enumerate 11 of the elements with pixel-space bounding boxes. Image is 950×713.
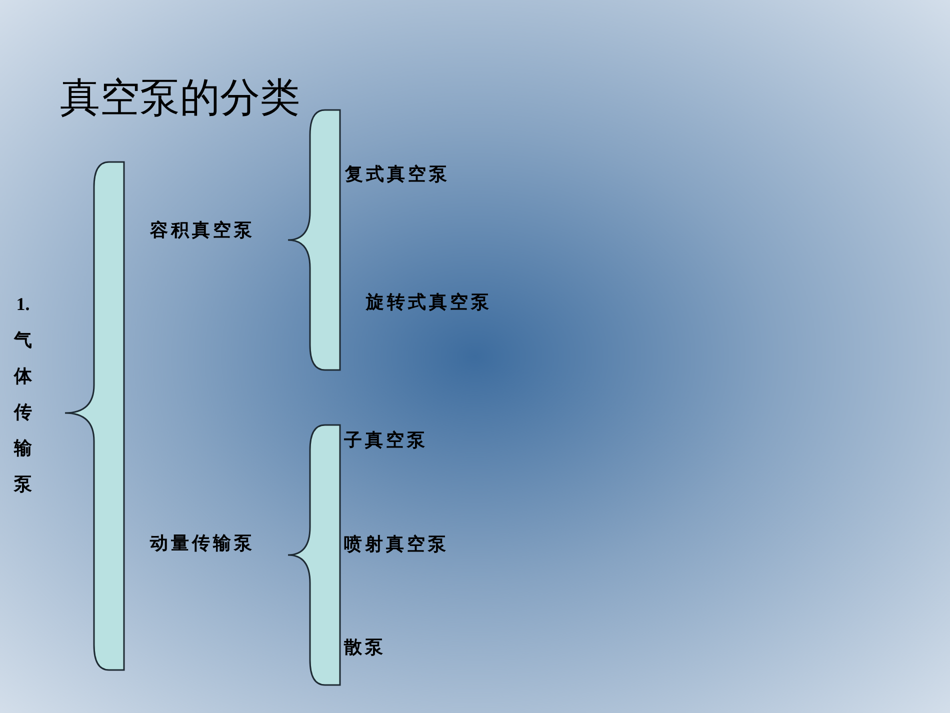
curly-brace [287,424,341,686]
slide-title: 真空泵的分类 [60,78,300,118]
category-label: 动量传输泵 [150,530,255,557]
category-label: 复式真空泵 [345,161,450,188]
category-label: 旋转式真空泵 [366,289,492,316]
category-label: 子真空泵 [344,427,428,454]
category-label: 喷射真空泵 [344,531,449,558]
category-label: 1. 气体传输泵 [14,286,32,502]
category-label: 容积真空泵 [150,217,255,244]
category-label: 散泵 [344,634,386,661]
curly-brace [64,161,125,671]
